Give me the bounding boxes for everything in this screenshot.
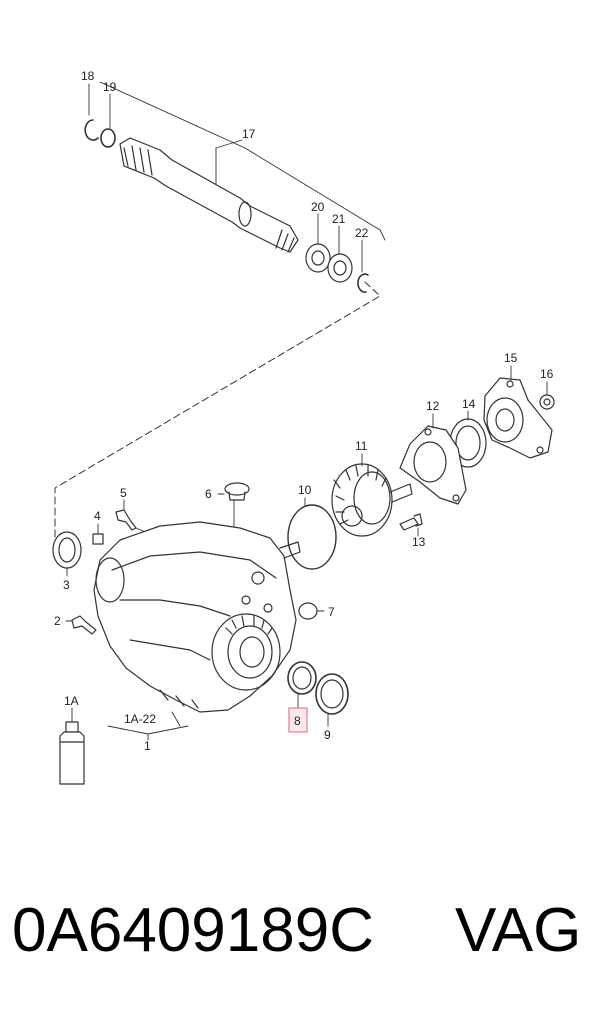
callout-19: 19	[103, 80, 117, 94]
callout-10: 10	[298, 483, 312, 497]
callout-7: 7	[328, 605, 335, 619]
transfer-case-housing-1	[93, 521, 301, 713]
ring-19	[100, 128, 116, 148]
bolt-2	[71, 615, 97, 635]
callout-4: 4	[94, 509, 101, 523]
callout-9: 9	[324, 728, 331, 742]
plug-7	[298, 602, 318, 620]
callout-18: 18	[81, 69, 95, 83]
callout-14: 14	[462, 397, 476, 411]
callout-5: 5	[120, 486, 127, 500]
bolt-5	[115, 509, 137, 531]
cover-12	[399, 425, 467, 505]
ring-9	[315, 673, 349, 715]
callout-13: 13	[412, 535, 426, 549]
seal-3	[52, 531, 82, 569]
stud-4	[92, 533, 104, 545]
callout-17: 17	[242, 127, 256, 141]
callout-2: 2	[54, 614, 61, 628]
highlight-box-8	[288, 707, 308, 733]
plug-6	[224, 482, 250, 501]
callout-8: 8	[294, 714, 301, 728]
oil-bottle-1A	[59, 707, 85, 785]
nut-16	[539, 394, 555, 410]
callout-3: 3	[63, 578, 70, 592]
circlip-18	[84, 119, 99, 141]
callout-1A-22: 1A-22	[124, 712, 156, 726]
callout-21: 21	[332, 212, 346, 226]
brand-name: VAG	[455, 896, 582, 965]
callout-12: 12	[426, 399, 440, 413]
housing-bracket	[107, 711, 189, 741]
bearing-20	[305, 243, 331, 273]
bearing-21	[327, 253, 353, 283]
callout-20: 20	[311, 200, 325, 214]
callout-1A: 1A	[64, 694, 79, 708]
callout-22: 22	[355, 226, 369, 240]
bolt-13	[399, 513, 423, 531]
callout-16: 16	[540, 367, 554, 381]
differential-11	[331, 463, 413, 537]
shaft-group-bracket	[88, 81, 386, 273]
exploded-parts-diagram: 18 19 17 20 21 22 15 16 12 14 11 6 10 5 …	[52, 69, 555, 785]
input-shaft-17	[119, 137, 299, 253]
assembly-dashed-line	[54, 281, 381, 547]
part-number: 0A6409189C	[12, 896, 374, 965]
circlip-22	[357, 273, 369, 293]
callout-1: 1	[144, 739, 151, 753]
callout-11: 11	[355, 439, 368, 453]
seal-8	[287, 661, 317, 695]
flange-15	[483, 377, 553, 459]
o-ring-10	[287, 504, 337, 570]
callout-15: 15	[504, 351, 518, 365]
callout-6: 6	[205, 487, 212, 501]
